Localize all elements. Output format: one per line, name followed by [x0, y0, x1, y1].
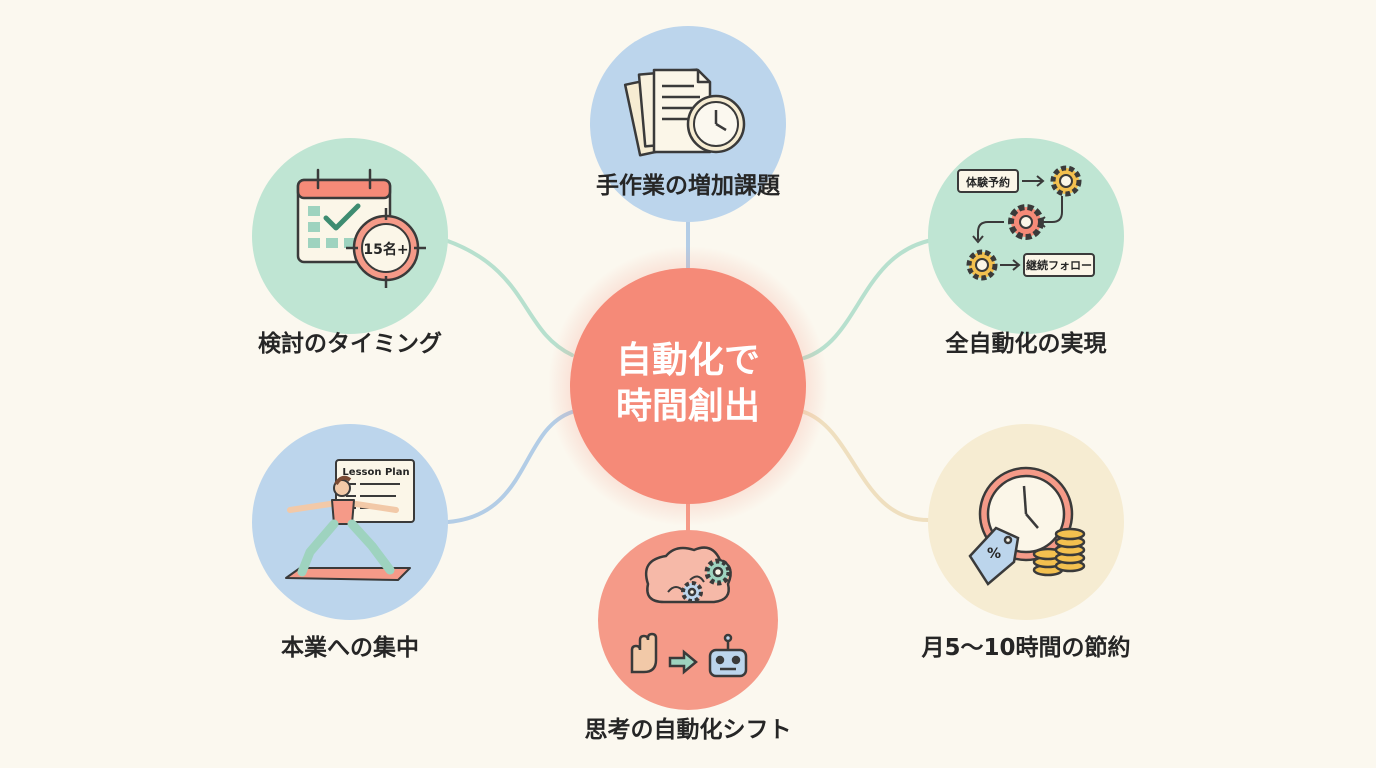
tag-symbol-text: % [987, 546, 1001, 562]
center-title: 自動化で 時間創出 [588, 338, 788, 430]
label-timing: 検討のタイミング [258, 331, 442, 357]
yoga-lesson-icon [285, 459, 415, 581]
connector-focus [446, 410, 574, 524]
clock-coins-icon [968, 466, 1086, 586]
node-timing: 15名+ [252, 138, 448, 334]
brain-gears-robot-icon [630, 546, 748, 678]
label-manual-work: 手作業の増加課題 [596, 173, 780, 199]
connector-full-auto [802, 238, 934, 360]
board-title-text: Lesson Plan [342, 467, 409, 478]
connector-timing [443, 238, 574, 357]
node-full-auto: 体験予約 継続フォロー [928, 138, 1124, 334]
calendar-target-icon [296, 168, 426, 288]
connector-savings [802, 410, 930, 522]
node-focus: Lesson Plan [252, 424, 448, 620]
label-mindset: 思考の自動化シフト [584, 717, 792, 743]
timing-badge-text: 15名+ [363, 241, 408, 258]
flow-box-1 [957, 169, 1019, 193]
gear-icon [966, 165, 1082, 281]
label-focus: 本業への集中 [281, 635, 419, 661]
flow-box-1-text: 体験予約 [966, 175, 1010, 189]
label-savings: 月5〜10時間の節約 [921, 635, 1131, 661]
flow-box-2-text: 継続フォロー [1026, 258, 1092, 272]
label-full-auto: 全自動化の実現 [945, 331, 1107, 357]
node-mindset [598, 530, 778, 710]
automation-flow-icon [957, 169, 1095, 277]
center-title-line-1: 自動化で [615, 340, 760, 381]
center-node [548, 246, 828, 526]
documents-clock-icon [623, 68, 746, 157]
center-title-line-2: 時間創出 [615, 386, 760, 427]
node-manual-work [590, 26, 786, 222]
flow-box-2 [1023, 253, 1095, 277]
node-savings: % [928, 424, 1124, 620]
